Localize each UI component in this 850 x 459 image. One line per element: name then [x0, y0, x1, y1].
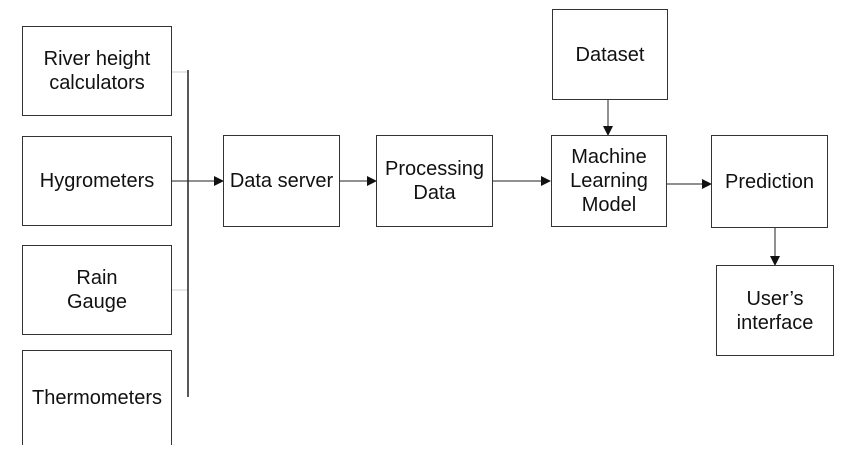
node-dataset: Dataset — [552, 9, 668, 100]
node-hygrometers: Hygrometers — [22, 136, 172, 226]
node-users-interface: User’s interface — [716, 265, 834, 356]
node-ml-model: Machine Learning Model — [551, 135, 667, 227]
node-river-height-calculators: River height calculators — [22, 26, 172, 116]
node-prediction: Prediction — [711, 135, 828, 228]
node-thermometers: Thermometers — [22, 350, 172, 445]
node-data-server: Data server — [223, 135, 340, 227]
node-processing-data: Processing Data — [376, 135, 493, 227]
node-rain-gauge: Rain Gauge — [22, 245, 172, 335]
